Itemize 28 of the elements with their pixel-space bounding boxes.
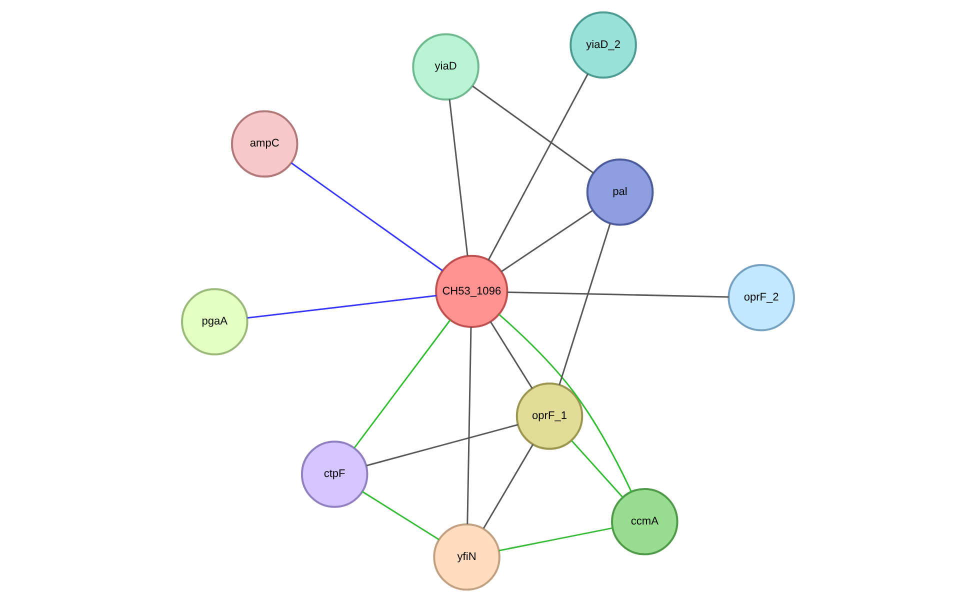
connector [490, 321, 533, 389]
connector [362, 490, 440, 540]
node-circle: ccmA [611, 488, 678, 556]
connector [498, 314, 632, 492]
connector [482, 444, 534, 529]
connector [571, 440, 624, 498]
connector [488, 74, 588, 261]
node-circle: yiaD [412, 33, 480, 100]
node-circle: oprF_2 [728, 264, 795, 332]
connector [472, 86, 594, 174]
connector [448, 99, 468, 256]
node-circle: pal [586, 158, 654, 226]
node-circle: oprF_1 [516, 382, 584, 450]
node-circle: pgaA [181, 288, 248, 356]
node-circle: ctpF [300, 440, 368, 508]
node-circle: yiaD_2 [570, 11, 637, 79]
connector [507, 291, 729, 298]
node-circle: CH53_1096 [435, 254, 508, 328]
node-circle: yfiN [433, 523, 500, 591]
connector [366, 424, 518, 466]
connector [290, 162, 443, 272]
connector [354, 320, 451, 448]
connector [498, 527, 613, 552]
connector [466, 326, 472, 524]
connector [558, 223, 611, 386]
connector [500, 210, 593, 272]
node-circle: ampC [230, 110, 298, 178]
connector [247, 294, 437, 319]
